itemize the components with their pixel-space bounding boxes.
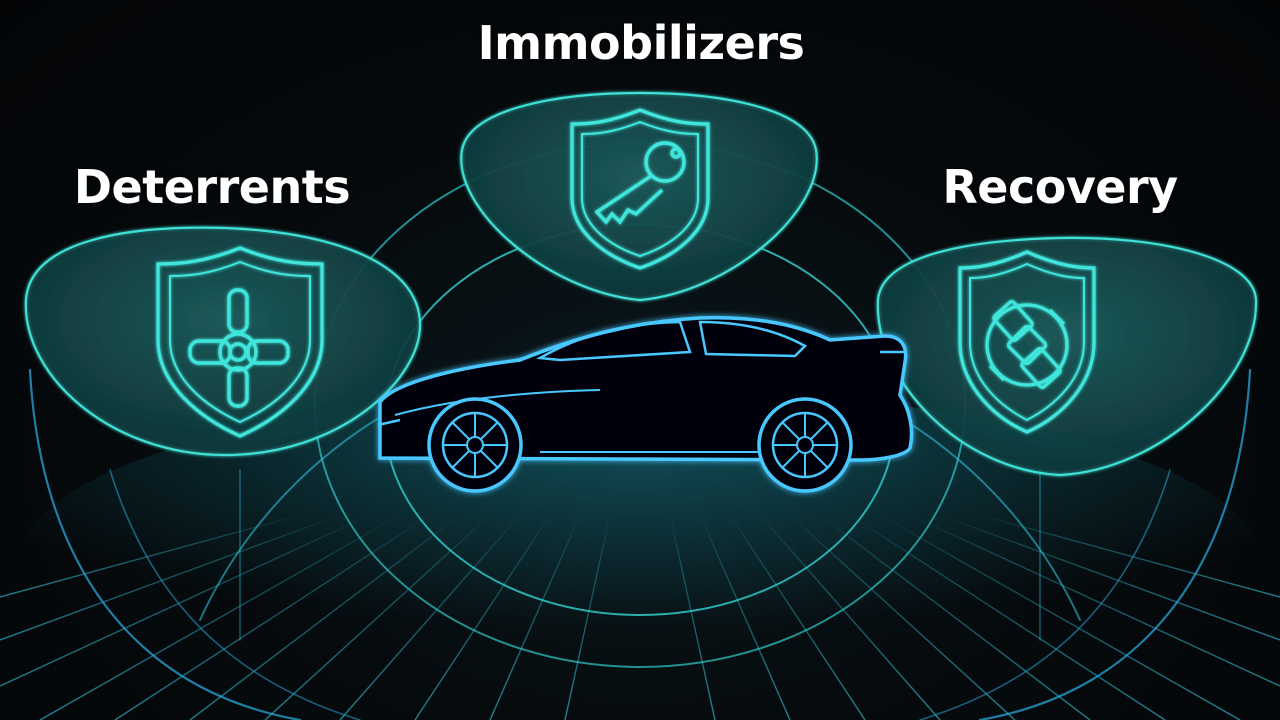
rear-wheel [757,397,853,493]
car-body-line [394,389,601,416]
deterrents-label: Deterrents [73,160,351,214]
immobilizers-label: Immobilizers [477,16,805,70]
immobilizers-lens [460,91,818,302]
recovery-shield-icon [958,250,1096,434]
right-sweep-arc [978,368,1252,720]
immobilizers-zone [460,91,818,302]
recovery-zone [876,236,1258,477]
key-icon [594,141,686,225]
left-sweep-arc [28,368,302,720]
right-inner-sweep-arc [919,469,1171,720]
steering-wheel-lock-icon [188,288,290,408]
car-rear-window [698,320,808,358]
immobilizers-shield-icon [570,108,710,270]
car-silhouette [377,315,914,493]
recovery-label: Recovery [942,160,1178,214]
recovery-lens [876,236,1258,477]
perspective-grid [0,514,1280,720]
left-inner-sweep-arc [109,469,361,720]
gps-tracker-satellite-icon [985,300,1069,389]
car-front-window [536,320,692,362]
deterrents-shield-icon [156,246,324,438]
ring-connectors [239,469,1041,641]
car-lights [377,350,905,427]
deterrents-zone [24,226,422,457]
front-wheel [427,397,523,493]
